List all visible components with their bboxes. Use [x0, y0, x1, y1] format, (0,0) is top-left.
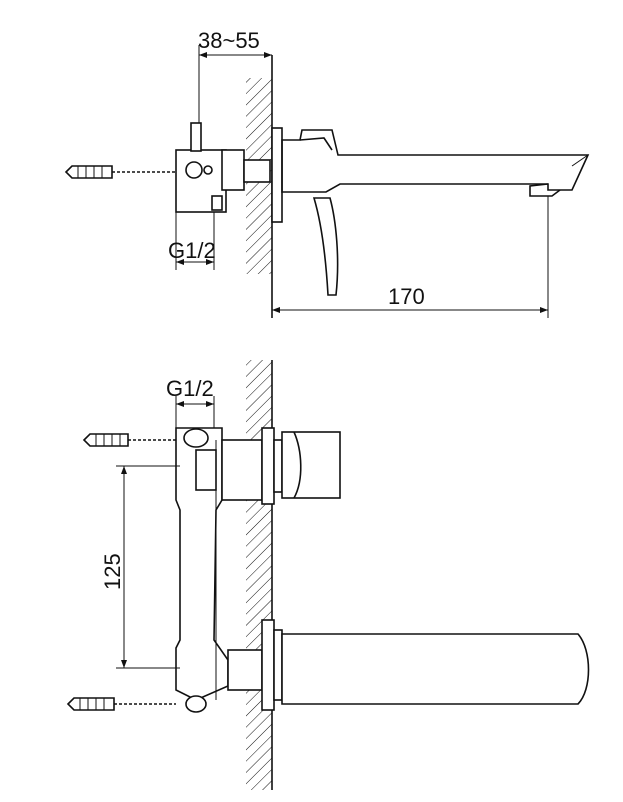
- wall-anchor-upper: [82, 433, 176, 447]
- dimension-thread-top: G1/2: [168, 212, 216, 270]
- plan-view: G1/2: [66, 360, 590, 790]
- side-view: 38~55 G1/2: [64, 28, 590, 318]
- wall-anchor-top: [64, 165, 176, 179]
- wall-anchor-lower: [66, 697, 176, 711]
- wall-hatch-bottom: [246, 360, 272, 790]
- dimension-spacing: 125: [100, 465, 180, 669]
- handle-plan: [221, 427, 341, 505]
- dimension-reach: 170: [272, 196, 549, 318]
- valve-body-top: [175, 122, 271, 213]
- dimension-thread-bottom: G1/2: [166, 376, 215, 430]
- spout-side: [271, 127, 590, 296]
- dimension-spacing-label: 125: [100, 553, 125, 590]
- dimension-thread-bottom-label: G1/2: [166, 376, 214, 401]
- dimension-clearance: 38~55: [198, 28, 272, 128]
- dimension-reach-label: 170: [388, 284, 425, 309]
- dimension-clearance-label: 38~55: [198, 28, 260, 53]
- dimension-thread-top-label: G1/2: [168, 238, 216, 263]
- valve-body-plan: [175, 427, 229, 713]
- spout-plan: [227, 619, 590, 711]
